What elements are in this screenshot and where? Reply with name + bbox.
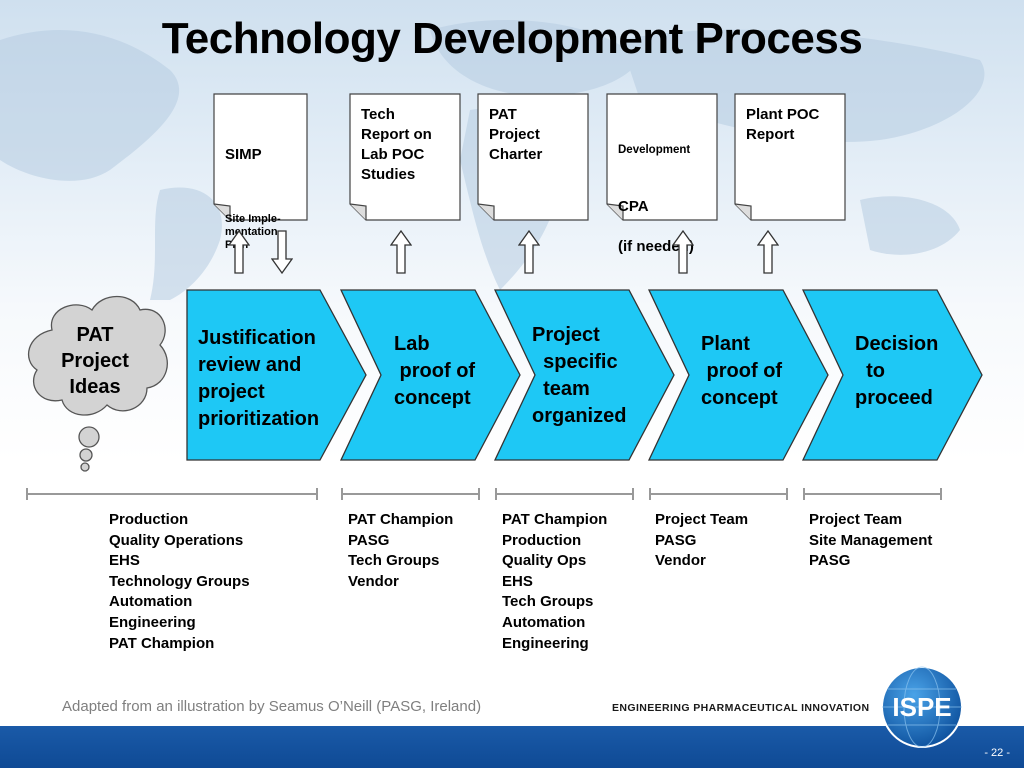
thought-cloud-icon (28, 296, 168, 472)
chevron-step-5 (801, 289, 983, 461)
process-chevrons (186, 289, 983, 461)
team-list-3: PAT Champion Production Quality Ops EHS … (502, 510, 607, 654)
team-bracket (26, 488, 318, 500)
team-member: Engineering (502, 634, 589, 652)
logo-text: ISPE (892, 692, 951, 722)
document-icon (477, 93, 589, 221)
document-tech-report: Tech Report on Lab POC Studies (349, 93, 461, 221)
team-member: PAT Champion (348, 511, 454, 528)
page-title: Technology Development Process (161, 14, 863, 63)
document-plant-poc-report: Plant POC Report (734, 93, 846, 221)
team-bracket (341, 488, 480, 500)
document-heading: PAT Project Charter (489, 106, 543, 163)
document-prefix: Development (618, 144, 691, 156)
document-cpa: Development CPA (if needed) (606, 93, 718, 255)
chevron-step-4 (647, 289, 829, 461)
arrow-up-icon (518, 230, 540, 274)
arrow-up-icon (757, 230, 779, 274)
document-heading: Tech Report on Lab POC Studies (361, 106, 432, 183)
team-member: PAT Champion (502, 511, 608, 528)
team-member: PASG (348, 531, 390, 549)
document-icon (734, 93, 846, 221)
team-member: PASG (809, 552, 851, 570)
page-number: - 22 - (984, 747, 1010, 759)
step-3-label: Project specific team organized (532, 324, 627, 427)
step-1-label: Justification review and project priorit… (198, 327, 320, 430)
document-pat-charter: PAT Project Charter (477, 93, 589, 221)
team-bracket (803, 488, 942, 500)
team-member: Automation (109, 593, 193, 611)
tagline-text: ENGINEERING PHARMACEUTICAL INNOVATION (612, 702, 870, 714)
team-member: EHS (502, 572, 533, 590)
chevron-step-2 (339, 289, 521, 461)
document-icon (349, 93, 461, 221)
team-member: Vendor (655, 552, 706, 570)
team-list-1: Production Quality Operations EHS Techno… (109, 510, 250, 654)
team-member: Project Team (809, 511, 903, 528)
team-list-4: Project Team PASG Vendor (655, 510, 748, 572)
document-heading: Plant POC Report (746, 106, 820, 143)
team-member: Vendor (348, 572, 399, 590)
footer-bar (0, 726, 1024, 768)
team-member: Tech Groups (348, 552, 440, 570)
team-bracket (649, 488, 788, 500)
team-member: Automation (502, 613, 586, 631)
arrow-up-icon (390, 230, 412, 274)
credit-text: Adapted from an illustration by Seamus O… (62, 698, 482, 715)
arrow-up-icon (672, 230, 694, 274)
chevron-step-3 (493, 289, 675, 461)
document-heading: SIMP (225, 146, 262, 163)
team-member: Production (109, 511, 189, 528)
team-member: Engineering (109, 613, 196, 631)
team-member: Quality Ops (502, 552, 587, 570)
team-member: Technology Groups (109, 572, 250, 590)
arrow-up-icon (228, 230, 250, 274)
team-member: Quality Operations (109, 531, 244, 549)
document-simp: SIMP Site Imple- mentation Plan (213, 93, 308, 251)
team-member: Site Management (809, 531, 933, 549)
document-icon (213, 93, 308, 221)
step-5-label: Decision to proceed (855, 333, 939, 409)
team-member: PASG (655, 531, 697, 549)
ispe-logo-icon: ISPE (881, 666, 963, 748)
team-member: Production (502, 531, 582, 549)
chevron-step-1 (186, 289, 367, 461)
step-2-label: Lab proof of concept (394, 333, 476, 409)
team-member: PAT Champion (109, 634, 215, 652)
step-4-label: Plant proof of concept (701, 333, 783, 409)
document-icon (606, 93, 718, 221)
team-member: Tech Groups (502, 593, 594, 611)
document-heading: CPA (if needed) (618, 198, 694, 255)
cloud-text: PAT Project Ideas (61, 324, 129, 398)
arrow-down-icon (271, 230, 293, 274)
team-member: EHS (109, 552, 140, 570)
team-member: Project Team (655, 511, 749, 528)
team-bracket (495, 488, 634, 500)
team-list-2: PAT Champion PASG Tech Groups Vendor (348, 510, 453, 592)
team-list-5: Project Team Site Management PASG (809, 510, 932, 572)
